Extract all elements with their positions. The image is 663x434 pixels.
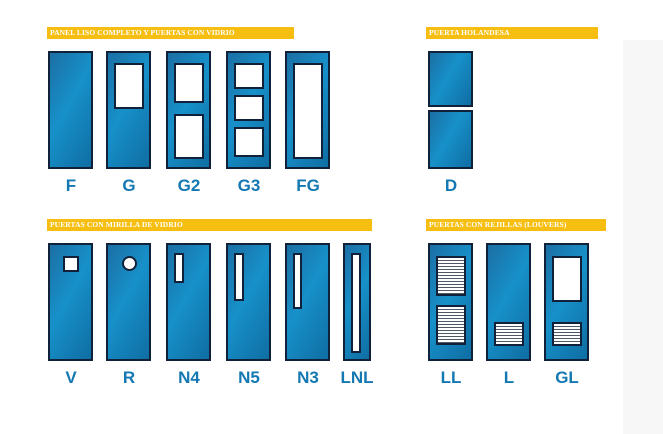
louver-grille [494, 322, 524, 346]
glass-panel [234, 127, 264, 157]
glass-panel [174, 114, 204, 159]
section-title: PANEL LISO COMPLETO Y PUERTAS CON VIDRIO [50, 28, 235, 37]
door-label-LNL: LNL [340, 368, 374, 387]
glass-square [63, 256, 79, 272]
door-N4 [166, 243, 211, 361]
door-label-D: D [444, 176, 458, 195]
section-band-mirilla: PUERTAS CON MIRILLA DE VIDRIO [47, 219, 372, 231]
glass-panel [234, 95, 264, 121]
section-title: PUERTAS CON REJILLAS (LOUVERS) [429, 220, 567, 229]
glass-panel [114, 63, 144, 109]
glass-slot [234, 253, 244, 301]
door-label-N5: N5 [238, 368, 260, 387]
door-D-bottom [428, 110, 473, 169]
door-L [486, 243, 531, 361]
louver-grille [436, 256, 466, 296]
door-N3 [285, 243, 330, 361]
door-label-LL: LL [440, 368, 462, 387]
door-label-V: V [65, 368, 77, 387]
door-label-FG: FG [296, 176, 320, 195]
glass-panel [552, 256, 582, 302]
glass-panel [293, 63, 323, 159]
door-label-G2: G2 [177, 176, 201, 195]
door-label-R: R [122, 368, 136, 387]
door-LNL [343, 243, 371, 361]
glass-circle [122, 256, 137, 271]
door-GL [544, 243, 589, 361]
door-N5 [226, 243, 271, 361]
background-strip [623, 40, 663, 434]
door-label-N4: N4 [178, 368, 200, 387]
section-band-panel-liso: PANEL LISO COMPLETO Y PUERTAS CON VIDRIO [47, 27, 294, 39]
door-label-G3: G3 [237, 176, 261, 195]
glass-slot [351, 253, 361, 353]
door-F [48, 51, 93, 169]
louver-grille [436, 305, 466, 345]
door-label-N3: N3 [297, 368, 319, 387]
door-D-top [428, 51, 473, 107]
section-title: PUERTAS CON MIRILLA DE VIDRIO [50, 220, 183, 229]
door-R [106, 243, 151, 361]
glass-panel [234, 63, 264, 89]
door-G [106, 51, 151, 169]
door-V [48, 243, 93, 361]
door-label-F: F [65, 176, 77, 195]
glass-slot [174, 253, 184, 283]
door-label-G: G [122, 176, 136, 195]
door-LL [428, 243, 473, 361]
section-band-holandesa: PUERTA HOLANDESA [426, 27, 598, 39]
door-G3 [226, 51, 271, 169]
section-title: PUERTA HOLANDESA [429, 28, 510, 37]
glass-slot [293, 253, 302, 309]
door-G2 [166, 51, 211, 169]
louver-grille [552, 322, 582, 346]
glass-panel [174, 63, 204, 103]
section-band-rejillas: PUERTAS CON REJILLAS (LOUVERS) [426, 219, 606, 231]
door-label-GL: GL [555, 368, 579, 387]
door-label-L: L [503, 368, 515, 387]
door-FG [285, 51, 330, 169]
